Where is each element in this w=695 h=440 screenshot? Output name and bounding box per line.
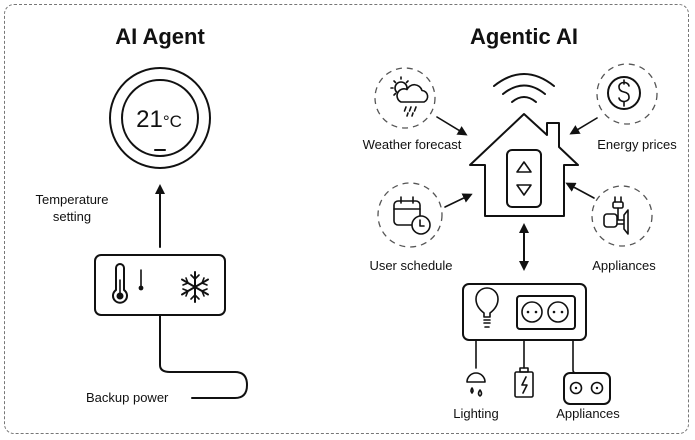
lighting-label: Lighting bbox=[453, 406, 499, 421]
socket-appliance-icon[interactable] bbox=[563, 372, 611, 405]
thermostat-reading: 21°C bbox=[136, 106, 182, 133]
wifi-signal-icon bbox=[493, 73, 555, 103]
energy-arrow bbox=[569, 117, 598, 135]
schedule-input-node bbox=[377, 182, 443, 248]
backup-power-label: Backup power bbox=[86, 390, 169, 405]
appliances-input-arrow bbox=[565, 182, 595, 199]
dollar-coin-icon bbox=[607, 76, 641, 110]
weather-arrow bbox=[436, 116, 468, 136]
appliances-output-line bbox=[572, 339, 577, 374]
energy-prices-label: Energy prices bbox=[597, 137, 677, 152]
up-down-control-icon[interactable] bbox=[506, 149, 542, 208]
temperature-unit: °C bbox=[163, 112, 182, 131]
appliances-output-label: Appliances bbox=[556, 406, 620, 421]
weather-cloud-rain-icon bbox=[390, 76, 429, 117]
backup-power-cable bbox=[159, 314, 248, 399]
appliances-input-label: Appliances bbox=[592, 258, 656, 273]
smart-home-icon bbox=[469, 113, 579, 217]
temperature-setting-label-line2: setting bbox=[53, 209, 91, 224]
temperature-value: 21 bbox=[136, 106, 163, 133]
snowflake-icon bbox=[181, 271, 209, 303]
battery-charging-icon bbox=[514, 367, 534, 398]
calendar-clock-icon bbox=[393, 196, 431, 235]
thermostat-dial-icon bbox=[109, 67, 211, 169]
schedule-arrow bbox=[444, 193, 473, 208]
left-panel-title: AI Agent bbox=[115, 24, 205, 49]
user-schedule-label: User schedule bbox=[369, 258, 452, 273]
diagram-frame bbox=[4, 4, 689, 434]
energy-input-node bbox=[596, 63, 658, 125]
weather-forecast-label: Weather forecast bbox=[363, 137, 462, 152]
plug-appliance-icon bbox=[603, 196, 629, 235]
light-bulb-icon bbox=[475, 287, 499, 328]
temperature-setting-label-line1: Temperature bbox=[36, 192, 109, 207]
lamp-icon bbox=[466, 372, 486, 397]
weather-input-node bbox=[374, 67, 436, 129]
right-panel-title: Agentic AI bbox=[470, 24, 578, 49]
appliances-input-node bbox=[591, 185, 653, 247]
wall-socket-icon[interactable] bbox=[516, 295, 576, 330]
thermometer-icon bbox=[112, 263, 144, 304]
